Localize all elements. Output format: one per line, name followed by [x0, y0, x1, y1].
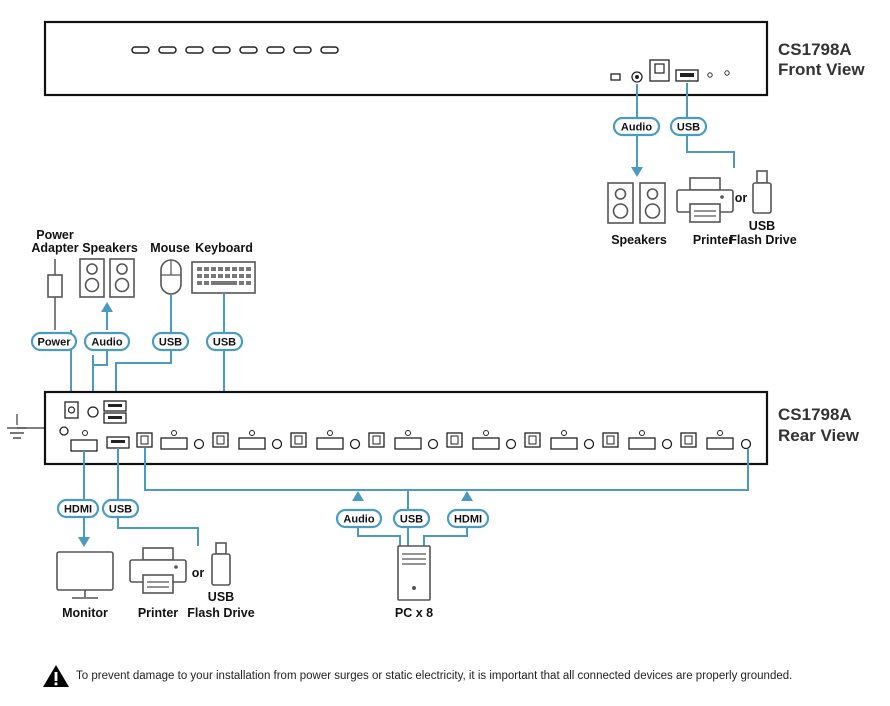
power-adapter-icon [47, 259, 63, 330]
svg-text:Power: Power [37, 337, 71, 349]
rear-printer-label: Printer [138, 606, 178, 620]
svg-text:USB: USB [159, 337, 182, 349]
pc-label: PC x 8 [395, 606, 433, 620]
rear-printer-icon [129, 547, 187, 594]
front-model-title: CS1798A [778, 40, 852, 59]
console-audio-pill: Audio [83, 331, 131, 352]
pc-bus-cables [144, 448, 749, 548]
front-or-label: or [735, 191, 748, 205]
rear-console-audio-port [87, 406, 99, 418]
warning-icon [43, 665, 69, 687]
pc-port-groups [136, 430, 752, 450]
pc-hdmi-pill: HDMI [446, 508, 490, 529]
keyboard-icon [191, 261, 256, 294]
svg-text:USB: USB [400, 514, 423, 526]
power-pill: Power [30, 331, 78, 352]
svg-text:Audio: Audio [621, 122, 652, 134]
svg-text:HDMI: HDMI [64, 504, 92, 516]
keyboard-label: Keyboard [195, 241, 253, 255]
rear-power-port [64, 401, 79, 419]
rear-usb-label: USB [208, 590, 234, 604]
front-led-indicators [131, 46, 339, 54]
power-label-line2: Adapter [31, 241, 78, 255]
front-flash-drive-icon [752, 170, 772, 214]
rear-view-title: Rear View [778, 426, 860, 445]
svg-text:USB: USB [213, 337, 236, 349]
front-view-title: Front View [778, 60, 865, 79]
rear-flash-label: Flash Drive [187, 606, 254, 620]
front-speakers-label: Speakers [611, 233, 667, 247]
front-usb-pill: USB [669, 116, 708, 137]
svg-text:USB: USB [109, 504, 132, 516]
rear-console-hdmi-port [70, 439, 98, 452]
keyboard-usb-pill: USB [205, 331, 244, 352]
rear-model-title: CS1798A [778, 405, 852, 424]
rear-panel-unit [43, 390, 769, 466]
grounding-notice: To prevent damage to your installation f… [42, 662, 862, 690]
pc-tower-icon [397, 545, 431, 601]
front-flash-label: Flash Drive [729, 233, 796, 247]
console-speakers-icon [79, 258, 135, 298]
rear-hdmi-pill: HDMI [56, 498, 100, 519]
front-printer-label: Printer [693, 233, 733, 247]
mouse-label: Mouse [150, 241, 190, 255]
rear-ground-port [59, 426, 69, 436]
speakers-label: Speakers [82, 241, 138, 255]
svg-text:HDMI: HDMI [454, 514, 482, 526]
rear-or-label: or [192, 566, 205, 580]
front-printer-icon [676, 177, 734, 223]
mouse-usb-pill: USB [151, 331, 190, 352]
power-label-line1: Power [36, 228, 74, 242]
front-speakers-icon [607, 182, 666, 224]
front-rj-port [649, 59, 670, 82]
svg-text:Audio: Audio [343, 514, 374, 526]
pc-usb-pill: USB [392, 508, 431, 529]
monitor-icon [56, 551, 114, 599]
svg-text:USB: USB [677, 122, 700, 134]
mouse-icon [160, 259, 182, 295]
front-audio-pill: Audio [612, 116, 661, 137]
rear-output-cables [78, 448, 199, 547]
grounding-notice-text: To prevent damage to your installation f… [76, 670, 793, 682]
rear-usb-pill: USB [101, 498, 140, 519]
rear-flash-drive-icon [211, 542, 231, 586]
front-panel-unit [43, 20, 769, 97]
front-firmware-switch [610, 73, 621, 81]
pc-audio-pill: Audio [335, 508, 383, 529]
monitor-label: Monitor [62, 606, 108, 620]
svg-text:Audio: Audio [91, 337, 122, 349]
front-usb-label: USB [749, 219, 775, 233]
